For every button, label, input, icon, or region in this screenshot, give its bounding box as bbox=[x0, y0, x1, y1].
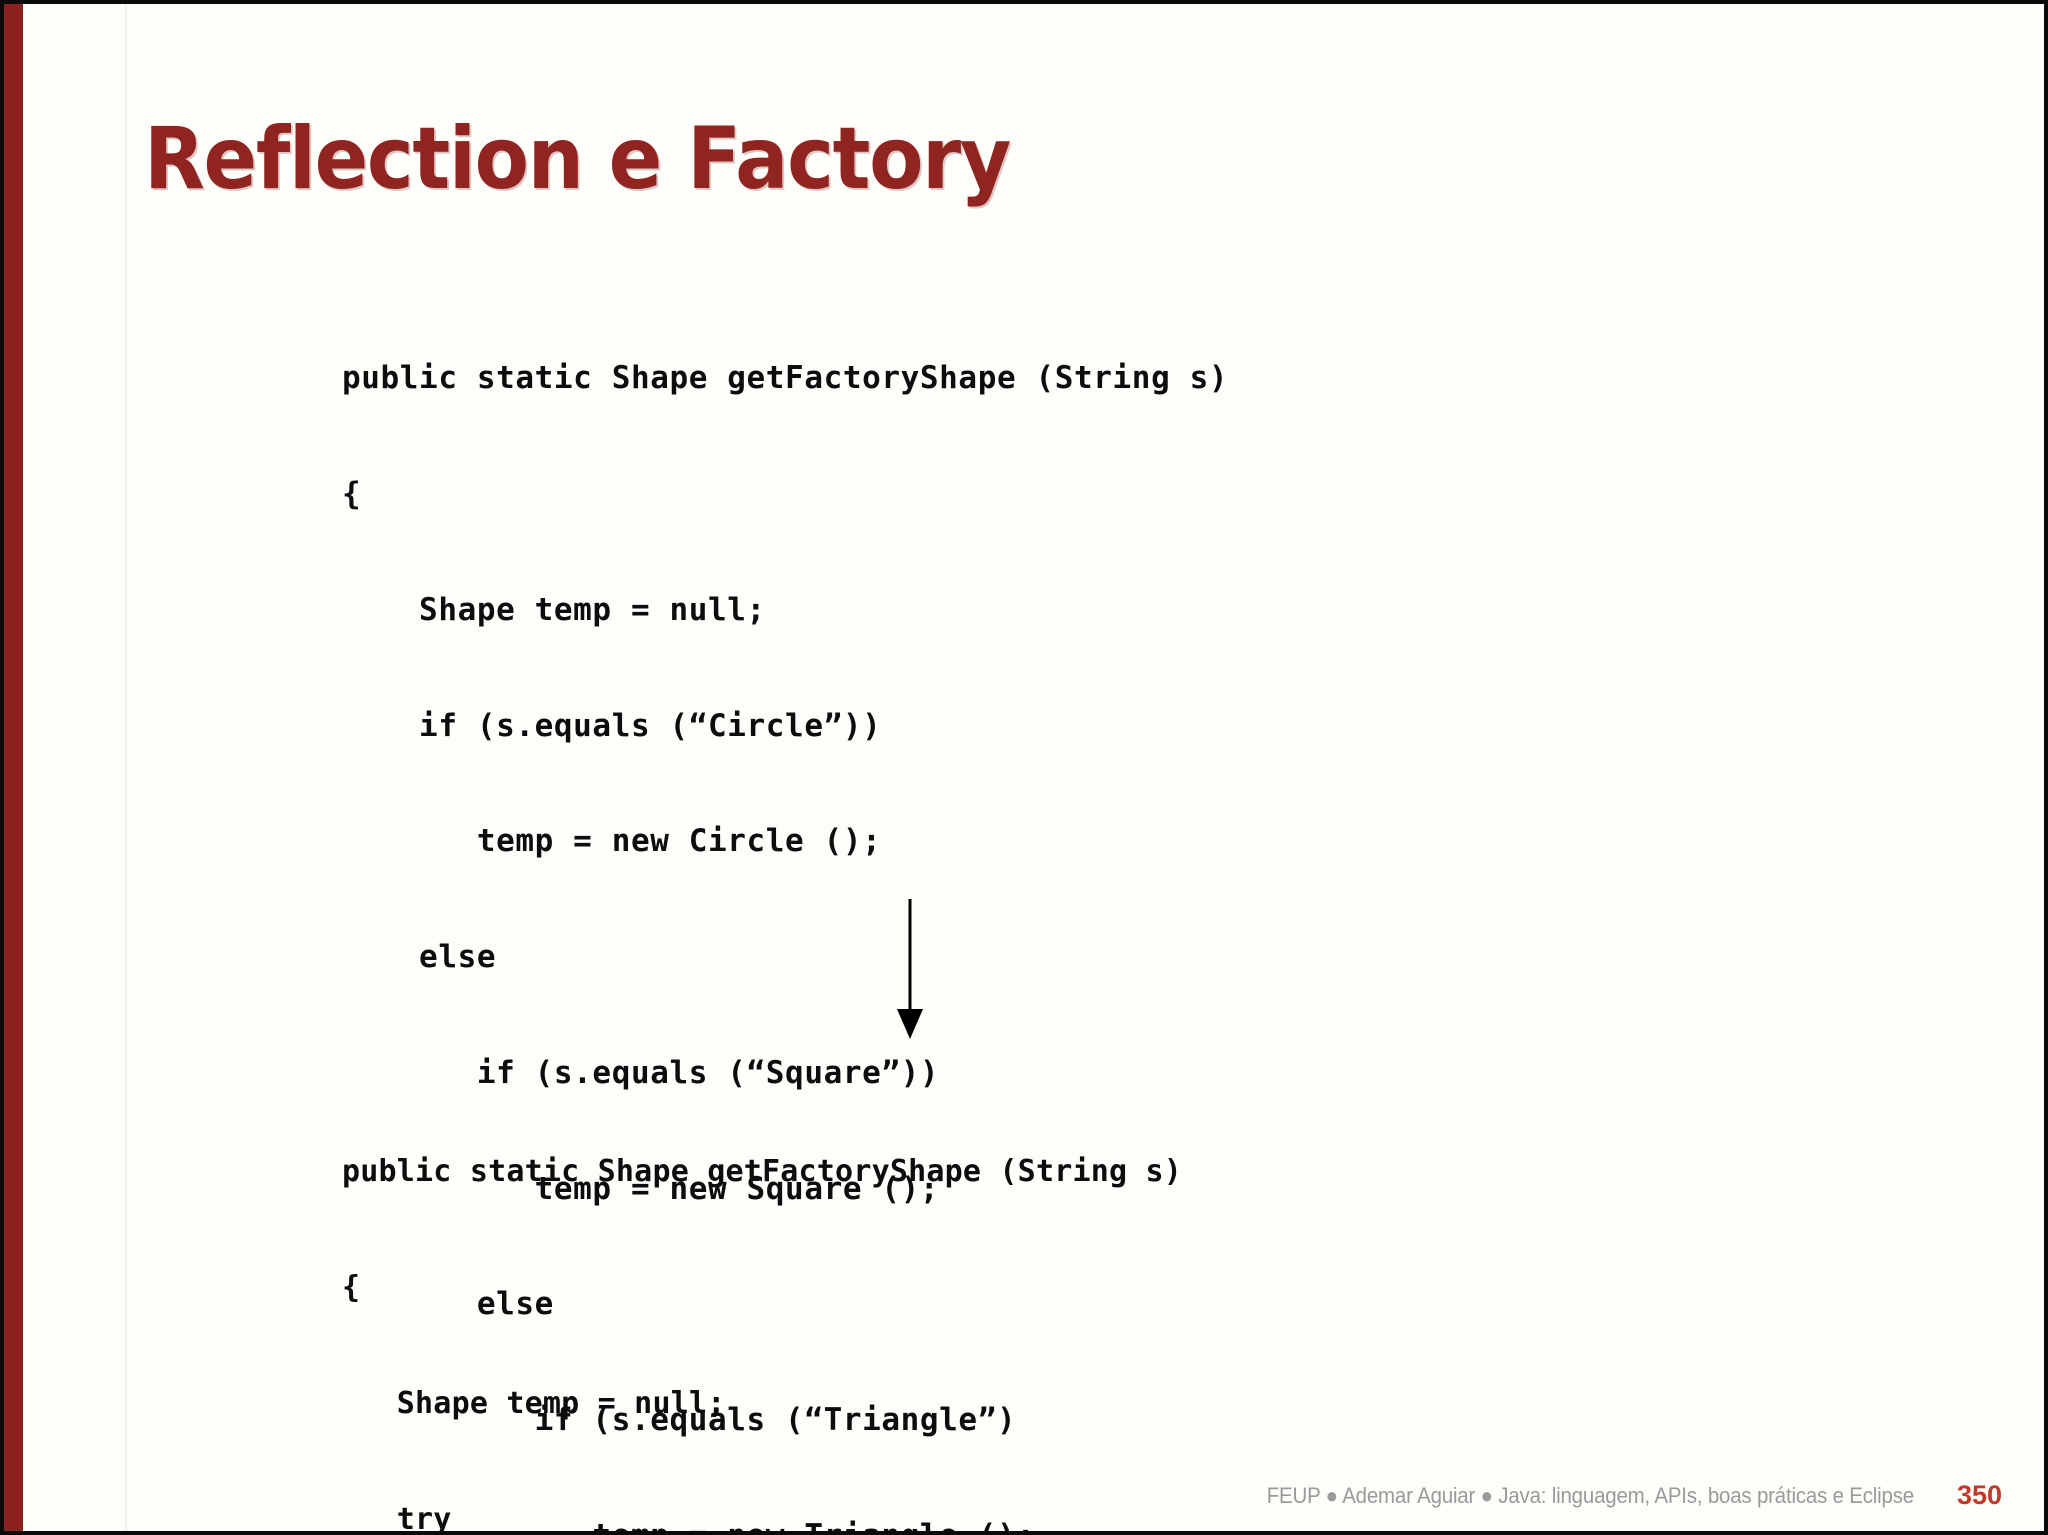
page-title: Reflection e Factory bbox=[144, 108, 1011, 209]
footer-credits: FEUP ● Ademar Aguiar ● Java: linguagem, … bbox=[1266, 1483, 1914, 1508]
code-line: { bbox=[342, 1269, 361, 1305]
code-line: try bbox=[342, 1501, 452, 1535]
code-block-conditional-factory: public static Shape getFactoryShape (Str… bbox=[342, 282, 1247, 1531]
code-line: temp = new Circle (); bbox=[342, 823, 882, 860]
code-line: else bbox=[342, 939, 497, 976]
slide-footer: FEUP ● Ademar Aguiar ● Java: linguagem, … bbox=[4, 1475, 2044, 1510]
code-line: temp = new Square (); bbox=[342, 1170, 940, 1207]
slide-gutter-divider bbox=[125, 4, 127, 1531]
slide-left-accent-bar bbox=[4, 4, 23, 1531]
code-line: Shape temp = null; bbox=[342, 591, 766, 628]
downward-flow-arrow-icon bbox=[897, 899, 923, 1039]
code-line: { bbox=[342, 475, 362, 512]
code-line: temp = new Triangle (); bbox=[342, 1517, 1247, 1531]
footer-page-number: 350 bbox=[1956, 1480, 2002, 1510]
code-line: if (s.equals (“Circle”)) bbox=[342, 707, 882, 744]
code-line: if (s.equals (“Triangle”) bbox=[342, 1402, 1017, 1439]
code-line: else bbox=[342, 1286, 554, 1323]
code-line: if (s.equals (“Square”)) bbox=[342, 1054, 940, 1091]
code-line: public static Shape getFactoryShape (Str… bbox=[342, 1154, 1183, 1190]
code-line: Shape temp = null; bbox=[342, 1385, 726, 1421]
code-line: public static Shape getFactoryShape (Str… bbox=[342, 360, 1229, 397]
code-block-reflection-factory: public static Shape getFactoryShape (Str… bbox=[342, 1076, 1328, 1535]
